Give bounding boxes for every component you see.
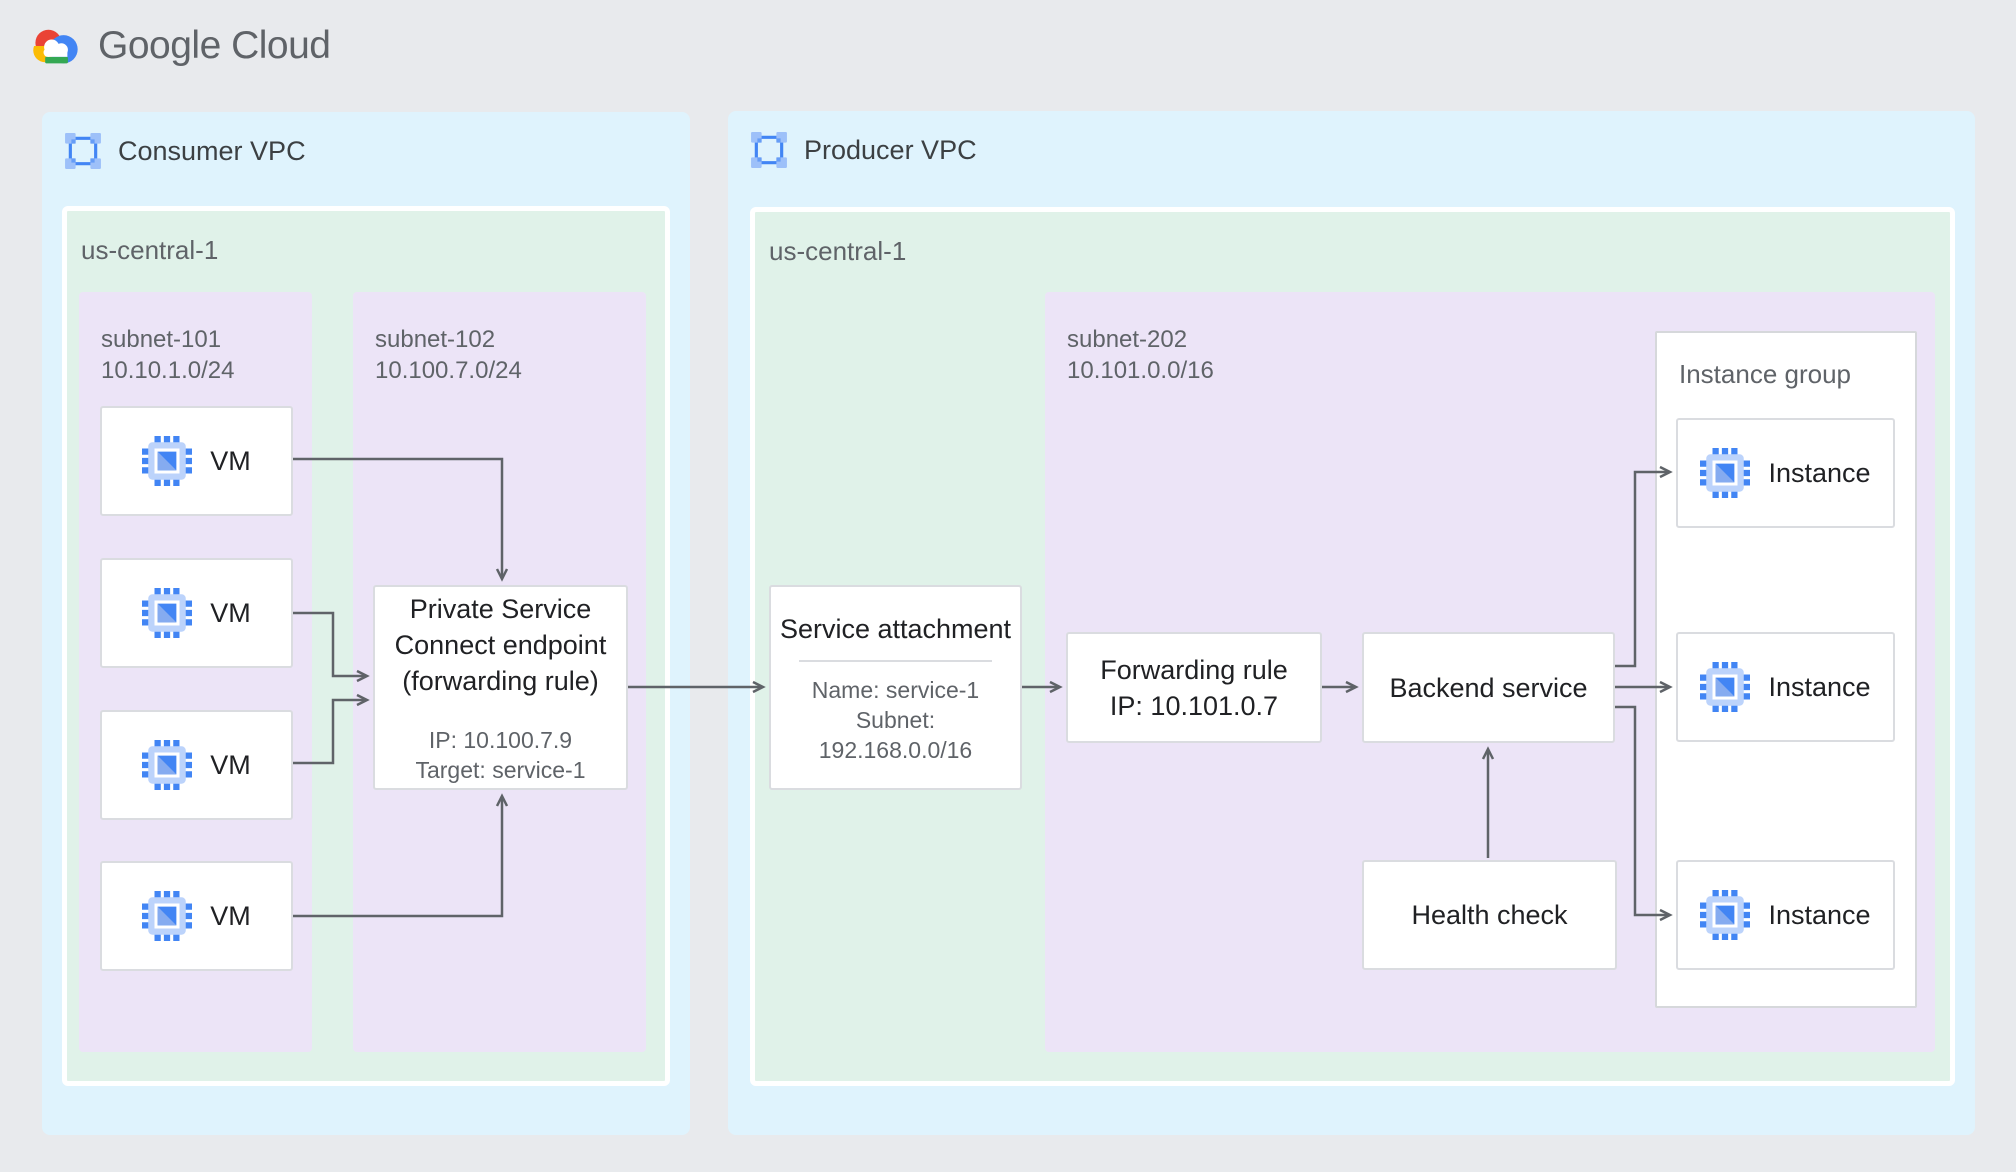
instance-group-label: Instance group xyxy=(1679,359,1852,389)
subnet-101-label: subnet-101 10.10.1.0/24 xyxy=(101,324,234,386)
instance-chip-icon xyxy=(1700,890,1751,940)
service-attachment-name: Name: service-1 xyxy=(811,676,980,703)
forwarding-rule-ip: IP: 10.101.0.7 xyxy=(1109,690,1279,721)
service-attachment-subnet-cidr: 192.168.0.0/16 xyxy=(818,736,973,763)
subnet-101-name: subnet-101 xyxy=(101,326,222,353)
vm-label: VM xyxy=(210,446,251,476)
divider xyxy=(799,659,992,662)
vm-chip-icon xyxy=(142,740,193,790)
consumer-vpc-header: Consumer VPC xyxy=(64,132,306,170)
producer-vpc-container: Producer VPC us-central-1 Service attach… xyxy=(728,111,1975,1135)
vpc-network-icon xyxy=(64,132,102,170)
instance-node-1: Instance xyxy=(1676,418,1895,528)
vm-chip-icon xyxy=(142,588,193,638)
consumer-vpc-label: Consumer VPC xyxy=(118,135,306,166)
consumer-region: us-central-1 subnet-101 10.10.1.0/24 VM xyxy=(62,206,670,1086)
vm-label: VM xyxy=(210,750,251,780)
subnet-101-cidr: 10.10.1.0/24 xyxy=(101,357,235,384)
instance-group: Instance group Instance xyxy=(1655,331,1917,1008)
google-cloud-logo-icon xyxy=(33,29,78,64)
forwarding-rule-node: Forwarding rule IP: 10.101.0.7 xyxy=(1066,632,1322,743)
vm-node-4: VM xyxy=(100,861,293,971)
subnet-102-cidr: 10.100.7.0/24 xyxy=(375,357,522,384)
vm-node-1: VM xyxy=(100,406,293,516)
psc-title-line2: Connect endpoint xyxy=(394,629,607,660)
producer-vpc-label: Producer VPC xyxy=(804,134,977,165)
subnet-202-label: subnet-202 10.101.0.0/16 xyxy=(1067,324,1214,386)
consumer-vpc-container: Consumer VPC us-central-1 subnet-101 10.… xyxy=(42,112,690,1135)
vm-node-3: VM xyxy=(100,710,293,820)
service-attachment-subnet-label: Subnet: xyxy=(855,706,936,733)
vm-chip-icon xyxy=(142,891,193,941)
instance-label: Instance xyxy=(1768,900,1871,930)
subnet-101: subnet-101 10.10.1.0/24 VM xyxy=(79,292,312,1052)
instance-node-3: Instance xyxy=(1676,860,1895,970)
google-cloud-logo-text: Google Cloud xyxy=(98,24,331,67)
vm-label: VM xyxy=(210,901,251,931)
producer-region: us-central-1 Service attachment Name: se… xyxy=(750,207,1955,1086)
producer-region-label: us-central-1 xyxy=(769,236,907,266)
service-attachment-details: Name: service-1 Subnet: 192.168.0.0/16 xyxy=(812,675,979,765)
forwarding-rule-title: Forwarding rule xyxy=(1100,654,1288,685)
subnet-102-label: subnet-102 10.100.7.0/24 xyxy=(375,324,522,386)
service-attachment-title: Service attachment xyxy=(779,613,1012,644)
vm-chip-icon xyxy=(142,436,193,486)
vm-label: VM xyxy=(210,598,251,628)
vm-node-2: VM xyxy=(100,558,293,668)
subnet-102-name: subnet-102 xyxy=(375,326,496,353)
subnet-202: subnet-202 10.101.0.0/16 Forwarding rule… xyxy=(1045,292,1935,1052)
psc-endpoint-node: Private Service Connect endpoint (forwar… xyxy=(373,585,628,790)
subnet-102: subnet-102 10.100.7.0/24 Private Service… xyxy=(353,292,646,1052)
instance-node-2: Instance xyxy=(1676,632,1895,742)
backend-service-title: Backend service xyxy=(1389,672,1588,703)
instance-chip-icon xyxy=(1700,662,1751,712)
google-cloud-logo: Google Cloud xyxy=(30,24,331,68)
psc-title-line3: (forwarding rule) xyxy=(402,665,599,696)
psc-detail-ip: IP: 10.100.7.9 xyxy=(428,726,573,753)
instance-label: Instance xyxy=(1768,458,1871,488)
backend-service-node: Backend service xyxy=(1362,632,1615,743)
psc-endpoint-details: IP: 10.100.7.9 Target: service-1 xyxy=(415,725,585,785)
vpc-network-icon xyxy=(750,131,788,169)
health-check-node: Health check xyxy=(1362,860,1617,970)
psc-title-line1: Private Service xyxy=(409,593,592,624)
service-attachment-node: Service attachment Name: service-1 Subne… xyxy=(769,585,1022,790)
psc-detail-target: Target: service-1 xyxy=(415,756,586,783)
subnet-202-cidr: 10.101.0.0/16 xyxy=(1067,357,1214,384)
instance-chip-icon xyxy=(1700,448,1751,498)
producer-vpc-header: Producer VPC xyxy=(750,131,977,169)
health-check-title: Health check xyxy=(1411,900,1568,930)
psc-endpoint-title: Private Service Connect endpoint (forwar… xyxy=(395,591,607,699)
instance-label: Instance xyxy=(1768,672,1871,702)
consumer-region-label: us-central-1 xyxy=(81,235,219,265)
subnet-202-name: subnet-202 xyxy=(1067,326,1188,353)
